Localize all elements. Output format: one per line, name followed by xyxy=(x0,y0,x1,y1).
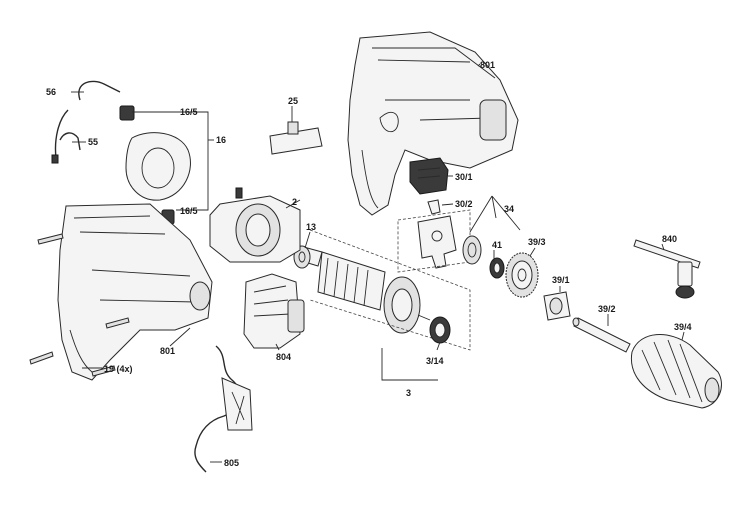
label-13: 13 xyxy=(306,222,316,232)
label-16: 16 xyxy=(216,135,226,145)
armature-rotor xyxy=(297,245,431,334)
label-804: 804 xyxy=(276,352,291,362)
bushing xyxy=(543,291,571,321)
label-801-bottom: 801 xyxy=(160,346,175,356)
part-labels: 801 30/1 30/2 34 25 16/5 16 16/5 56 55 2… xyxy=(46,60,692,468)
leader-lines xyxy=(71,63,685,463)
label-3: 3 xyxy=(406,388,411,398)
label-39-1: 39/1 xyxy=(552,275,570,285)
bracket-part xyxy=(417,199,457,269)
bearing-small xyxy=(489,257,505,279)
label-55: 55 xyxy=(88,137,98,147)
label-30-1: 30/1 xyxy=(455,172,473,182)
label-39-2: 39/2 xyxy=(598,304,616,314)
large-gear xyxy=(505,252,539,298)
label-3-14: 3/14 xyxy=(426,356,444,366)
power-cord xyxy=(194,345,253,473)
label-34: 34 xyxy=(504,204,514,214)
switch-part xyxy=(409,157,449,195)
brush-holder xyxy=(119,105,191,225)
label-840: 840 xyxy=(662,234,677,244)
electronic-module xyxy=(243,273,305,349)
label-16-5-bottom: 16/5 xyxy=(180,206,198,216)
bearing-rotor xyxy=(429,316,451,344)
spindle xyxy=(572,317,631,353)
cable-wires xyxy=(51,80,121,164)
gear-small xyxy=(462,235,482,265)
drill-chuck xyxy=(630,334,722,409)
label-30-2: 30/2 xyxy=(455,199,473,209)
label-41: 41 xyxy=(492,240,502,250)
cover-plate xyxy=(269,121,323,155)
housing-half-bottom xyxy=(57,203,213,381)
label-39-3: 39/3 xyxy=(528,237,546,247)
label-2: 2 xyxy=(292,197,297,207)
label-805: 805 xyxy=(224,458,239,468)
stator xyxy=(209,187,301,263)
label-801-top: 801 xyxy=(480,60,495,70)
screws xyxy=(29,233,130,377)
label-25: 25 xyxy=(288,96,298,106)
label-19: 19 (4x) xyxy=(104,364,133,374)
chuck-key xyxy=(633,239,701,299)
label-16-5-top: 16/5 xyxy=(180,107,198,117)
housing-half-top xyxy=(347,31,519,216)
label-56: 56 xyxy=(46,87,56,97)
rotor-dashed-frame xyxy=(309,229,471,351)
label-39-4: 39/4 xyxy=(674,322,692,332)
